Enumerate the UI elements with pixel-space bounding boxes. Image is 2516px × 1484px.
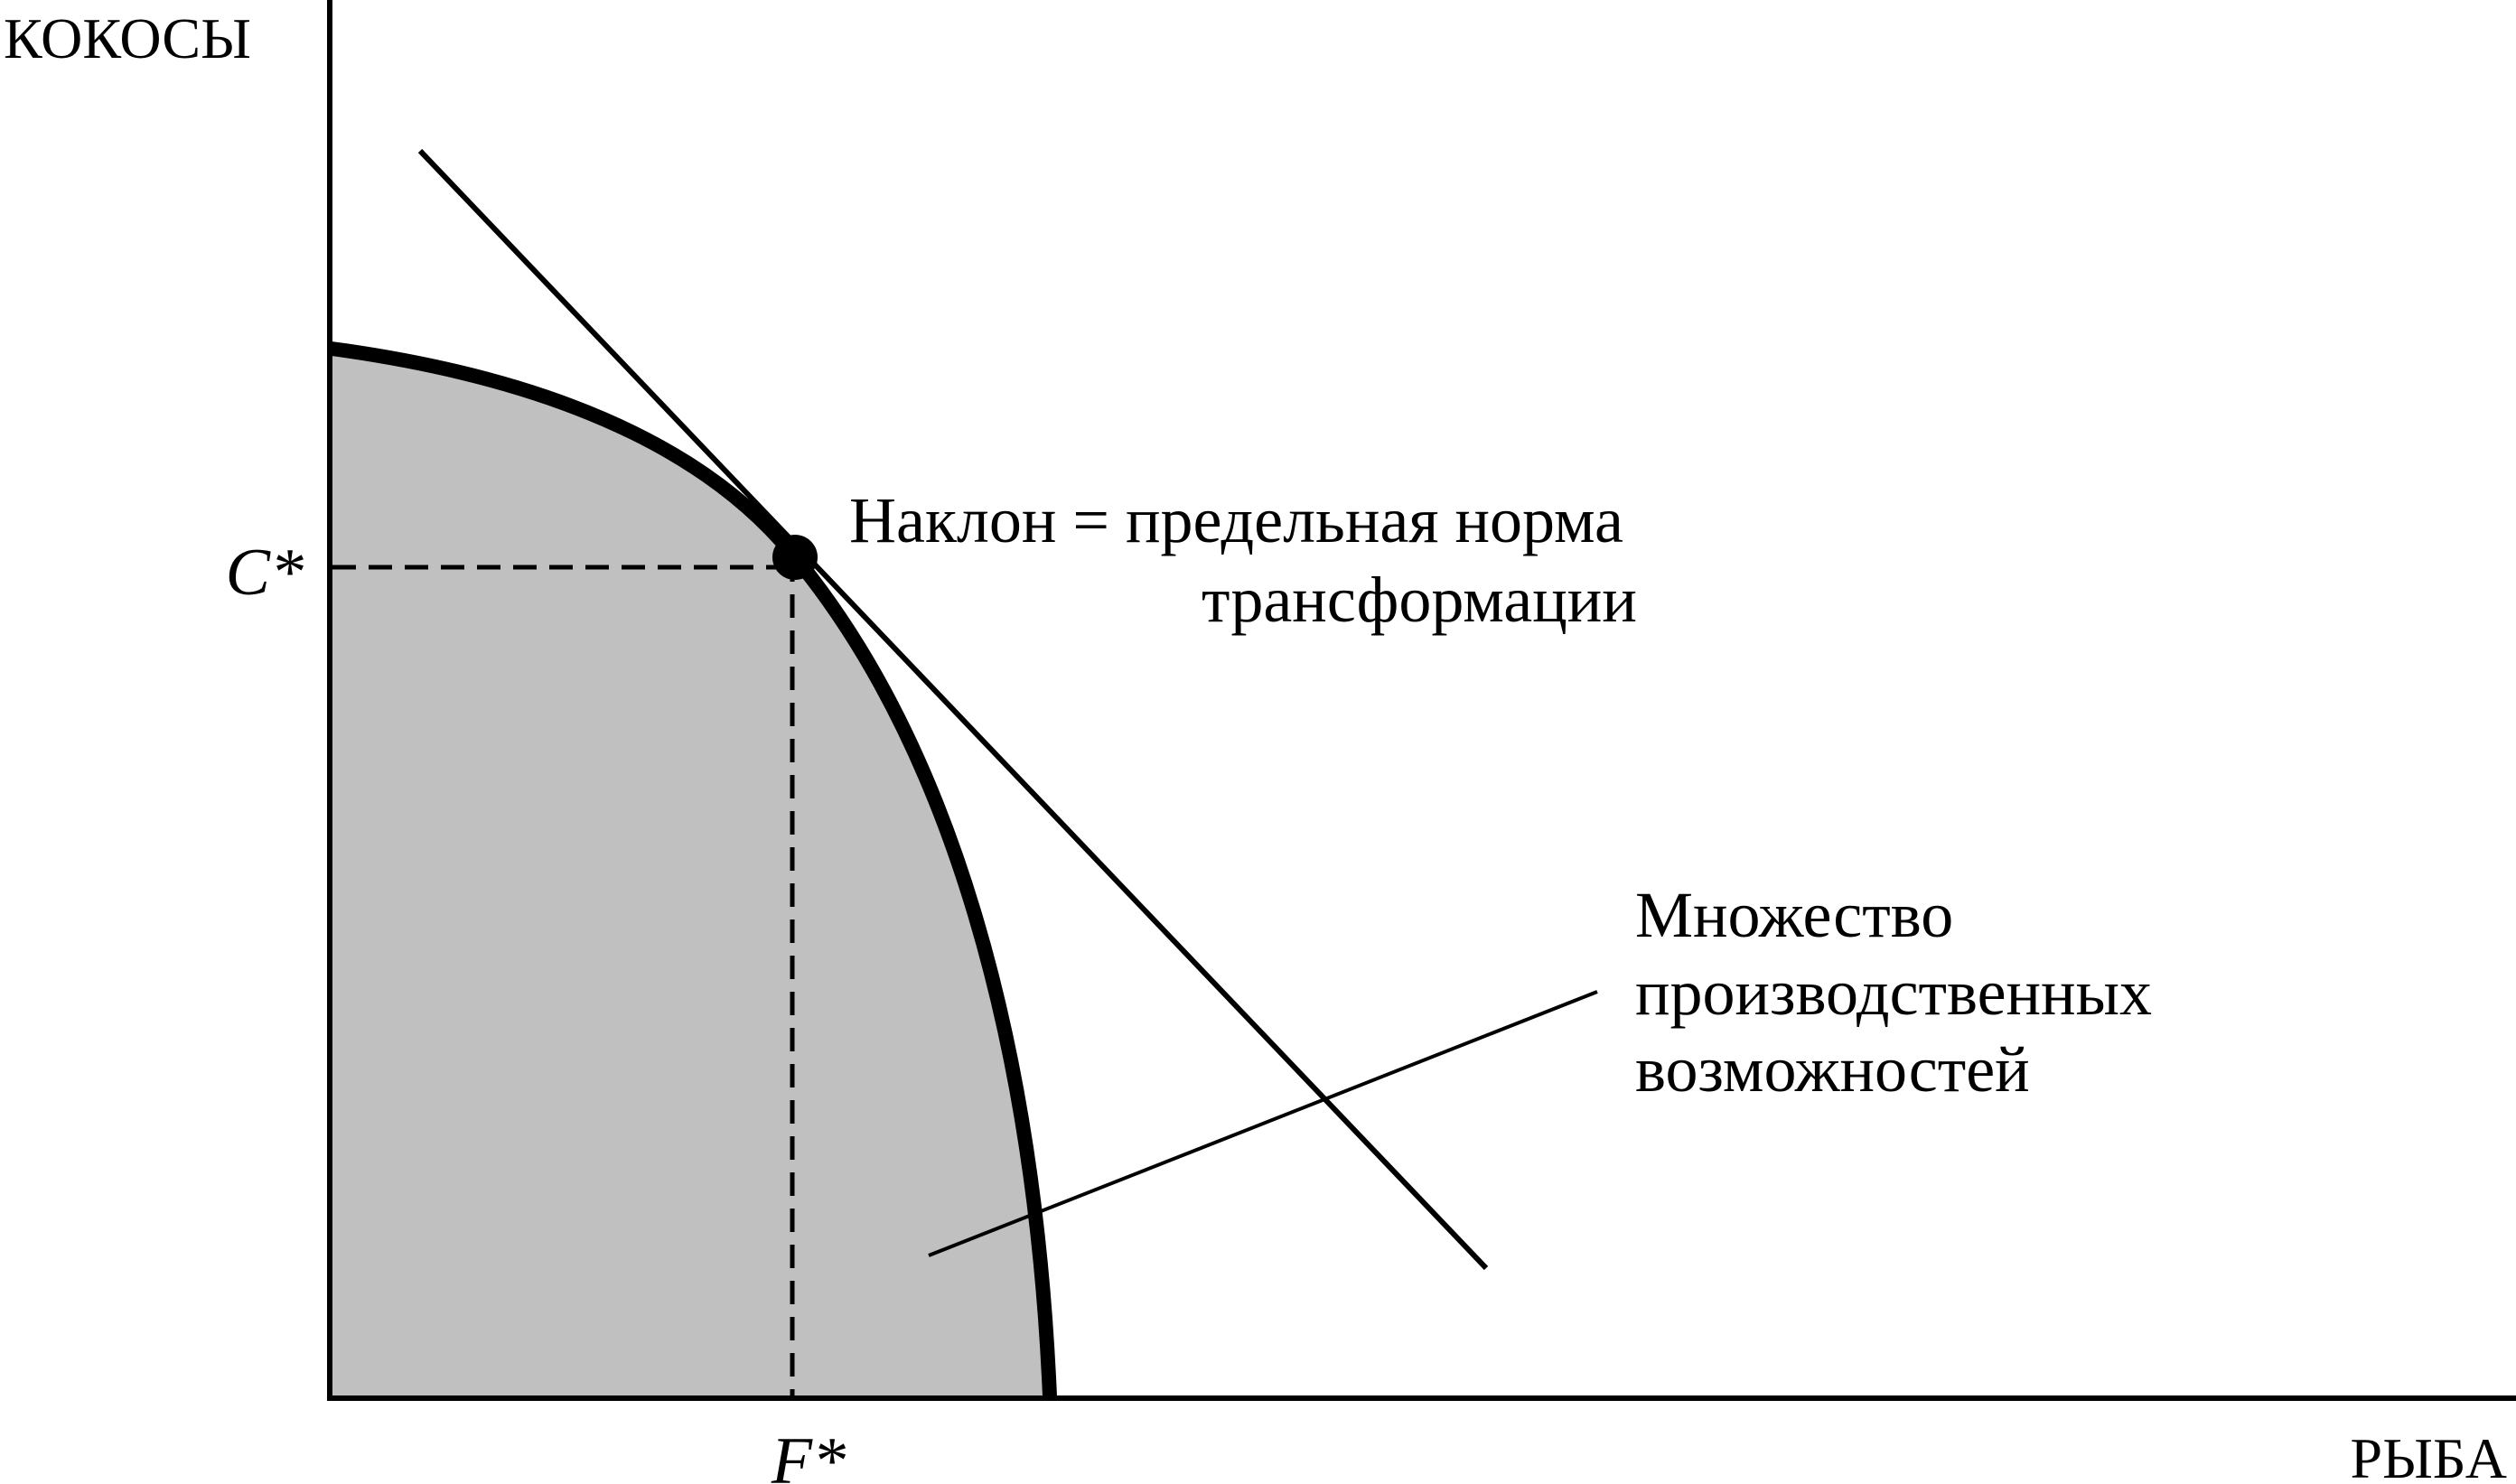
f-star-label: F* <box>771 1424 846 1484</box>
production-frontier-curve <box>330 341 1057 1397</box>
c-star-label: C* <box>226 536 304 610</box>
slope-annotation-line2: трансформации <box>1202 564 1637 636</box>
set-annotation-line2: производственных <box>1635 957 2152 1029</box>
tangency-point <box>772 535 818 580</box>
set-annotation-line3: возможностей <box>1635 1033 2030 1106</box>
x-axis-label: РЫБА <box>2350 1426 2507 1484</box>
slope-annotation-line1: Наклон = предельная норма <box>849 484 1623 556</box>
production-set-region <box>332 349 1050 1396</box>
set-annotation-line1: Множество <box>1635 879 1953 951</box>
y-axis-label: КОКОСЫ <box>4 6 251 70</box>
tangent-line <box>417 148 1489 1271</box>
set-pointer-line <box>928 990 1598 1257</box>
